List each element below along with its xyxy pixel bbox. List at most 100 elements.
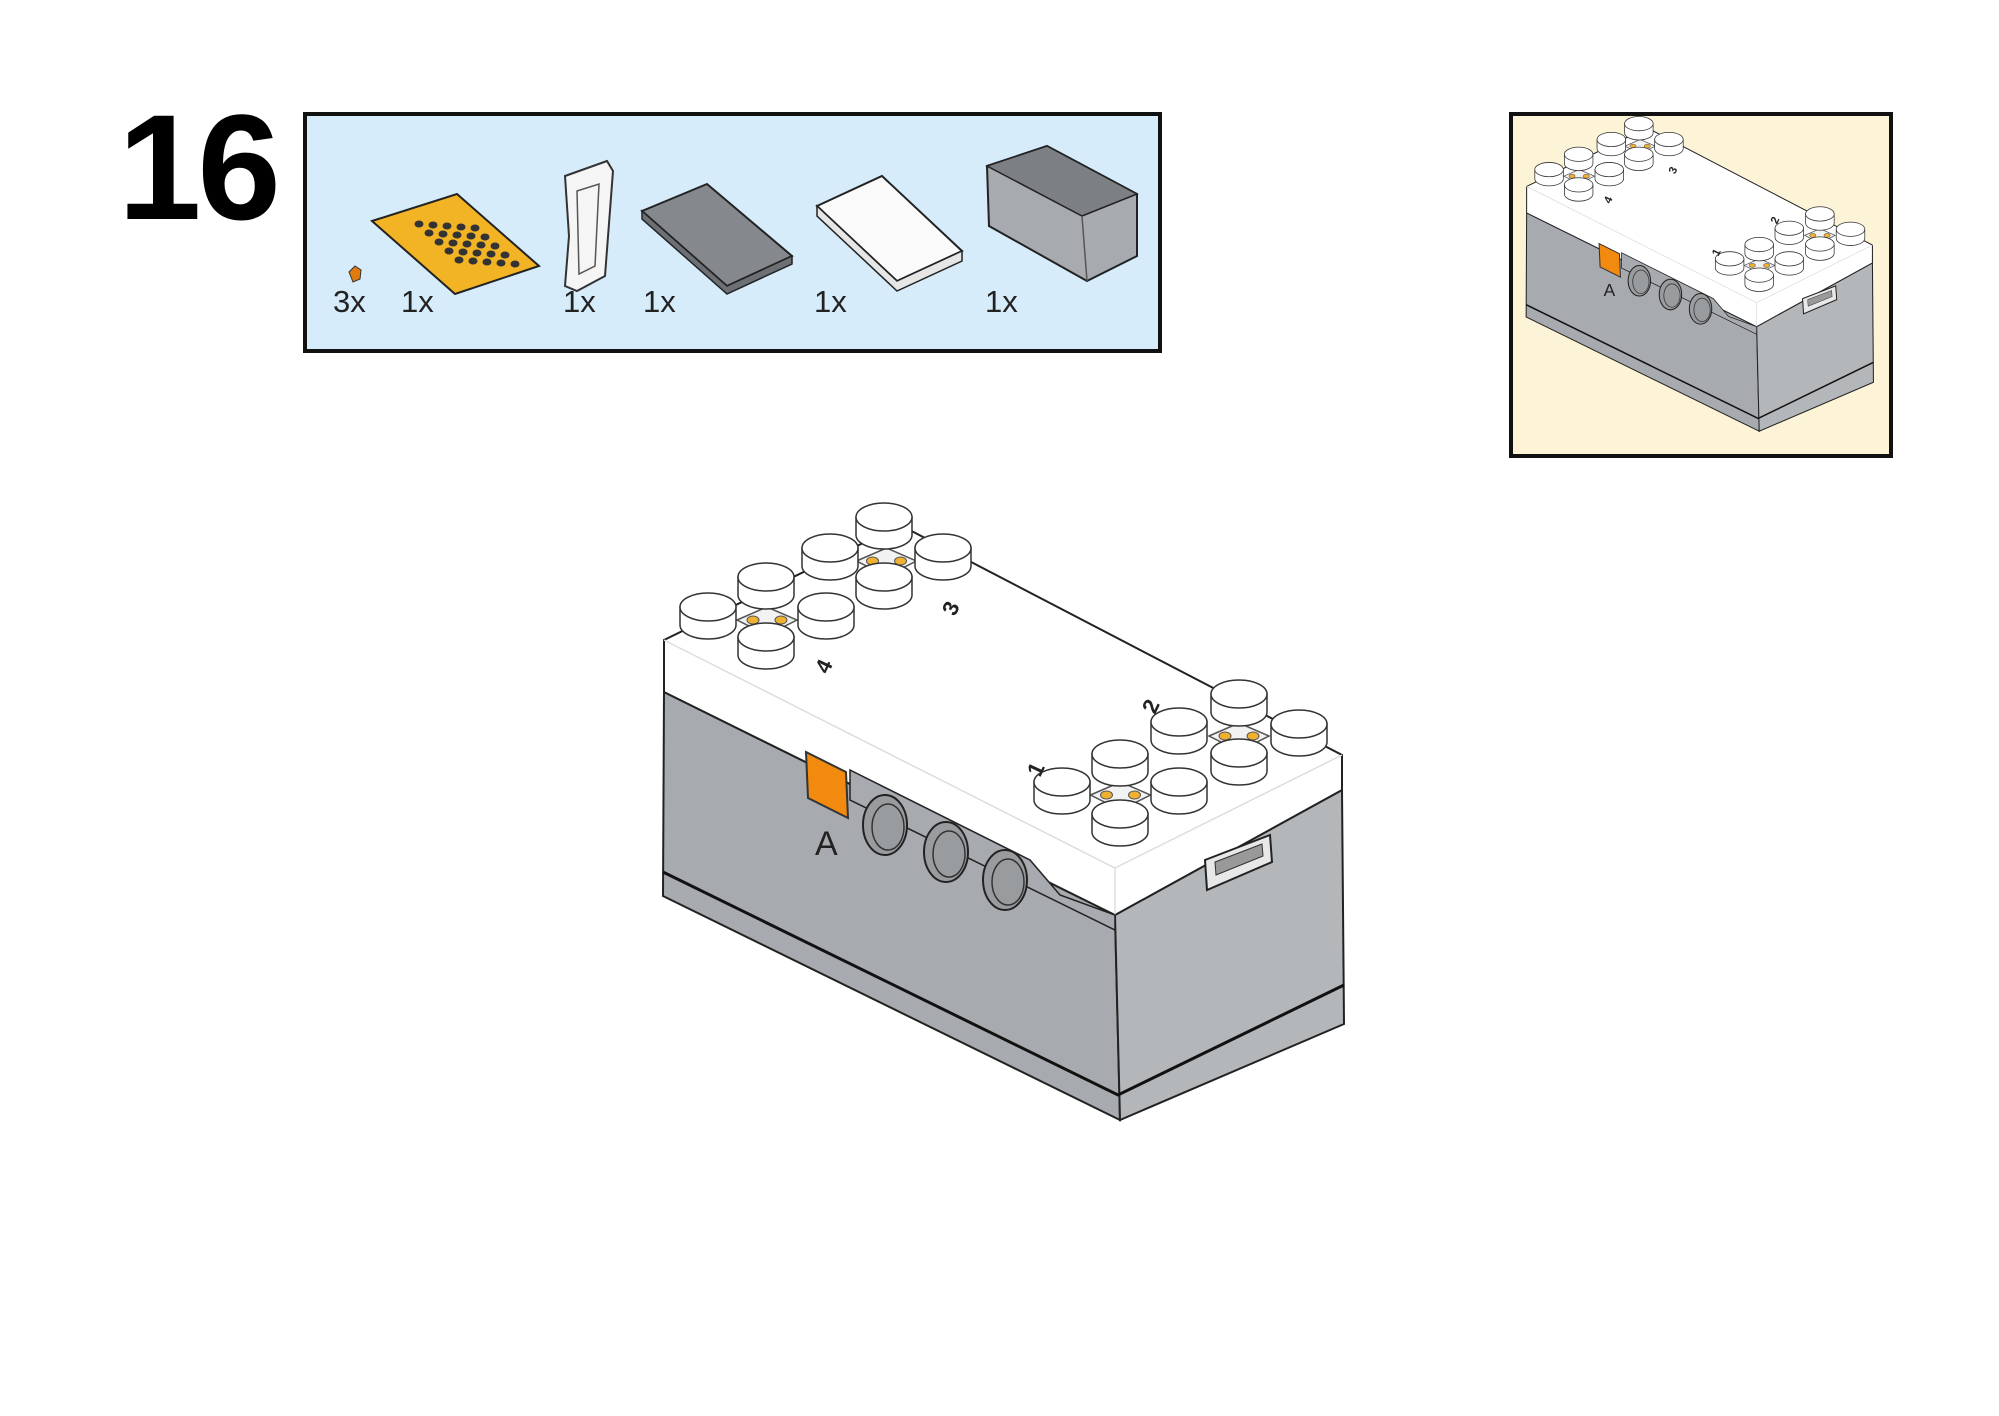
pin-hole (746, 615, 760, 625)
stud-group-label: 1 (1710, 247, 1724, 258)
housing-shell-part (985, 144, 1139, 283)
led-hole (486, 250, 496, 258)
stud-group-label: 4 (1602, 194, 1616, 205)
stud-top (737, 562, 795, 592)
led-hole (428, 221, 438, 229)
part-quantity: 3x (333, 284, 366, 319)
port-hole-rim (1632, 269, 1650, 294)
pin-hole (1128, 790, 1141, 800)
stud-top (1150, 707, 1208, 737)
stud-top (1805, 206, 1835, 222)
stud-group-label: 3 (1667, 165, 1681, 176)
stud-top (737, 622, 795, 652)
port-hole-rim (991, 858, 1025, 906)
port-hole-rim (932, 830, 966, 878)
top-cover-edge (1526, 186, 1873, 327)
pin-hole (1218, 731, 1232, 741)
led-hole (470, 224, 480, 232)
stud-top (914, 533, 972, 563)
pin-hole (774, 615, 788, 625)
usb-port-slot (1214, 843, 1264, 876)
port-a-label: A (1604, 280, 1616, 300)
top-cover-part (815, 174, 964, 292)
pin-hole (1823, 233, 1831, 238)
stud-top (1774, 251, 1804, 267)
led-hole (452, 231, 462, 239)
part-quantity: 1x (643, 284, 676, 319)
stud-top (1033, 767, 1091, 797)
stud-top (1594, 162, 1624, 178)
stud-top (1714, 251, 1745, 267)
port-hole-rim (1663, 283, 1681, 308)
led-hole (438, 230, 448, 238)
led-hole (482, 258, 492, 266)
led-hole (468, 257, 478, 265)
parts-illustrations (348, 144, 1139, 296)
circuit-board-part (640, 182, 794, 295)
stud-top (797, 592, 855, 622)
stud-top (855, 502, 913, 532)
inset-model: A 4 3 1 2 (1525, 116, 1874, 433)
pin-hole (1582, 173, 1590, 179)
port-a-indicator (1598, 242, 1622, 279)
stud-top (1210, 738, 1268, 768)
led-hole (496, 259, 506, 267)
stud-top (1624, 116, 1654, 132)
stud-top (1744, 267, 1774, 283)
usb-port-slot (1807, 290, 1833, 307)
port-a-label: A (815, 825, 838, 863)
internal-frame-part (563, 159, 615, 293)
led-hole (454, 256, 464, 264)
led-hole (448, 239, 458, 247)
part-quantity: 1x (401, 284, 434, 319)
part-quantity: 1x (563, 284, 596, 319)
orange-peg-part (348, 265, 362, 283)
led-hole (510, 260, 520, 268)
led-hole (444, 247, 454, 255)
stud-top (1596, 131, 1626, 148)
stud-top (1624, 146, 1654, 162)
stud-top (1091, 799, 1149, 829)
led-hole (476, 241, 486, 249)
stud-top (1835, 221, 1866, 237)
stud-top (1270, 709, 1328, 739)
pin-hole (1100, 790, 1113, 800)
port-recess (1621, 252, 1758, 335)
pin-hole (1809, 233, 1817, 238)
step-number: 16 (118, 83, 281, 251)
stud-top (801, 533, 859, 563)
stud-top (1534, 162, 1564, 178)
led-hole (462, 240, 472, 248)
stud-group-label: 2 (1769, 215, 1783, 226)
parts-list-callout: 3x 1x 1x 1x 1x 1x (303, 112, 1162, 353)
yellow-plate-part (370, 192, 541, 296)
led-hole (424, 229, 434, 237)
led-hole (480, 233, 490, 241)
port-hole-rim (871, 803, 905, 851)
led-hole (442, 222, 452, 230)
led-hole (414, 220, 424, 228)
port-a-indicator (804, 750, 850, 820)
stud-top (1210, 679, 1268, 709)
led-hole (472, 249, 482, 257)
pin-hole (1568, 173, 1576, 179)
stud-top (1654, 131, 1684, 148)
port-recess (849, 768, 1116, 932)
led-hole (490, 242, 500, 250)
led-hole (456, 223, 466, 231)
stud-top (1091, 739, 1149, 769)
pin-hole (1763, 263, 1770, 268)
part-quantity: 1x (814, 284, 847, 319)
part-quantity: 1x (985, 284, 1018, 319)
stud-top (1563, 146, 1594, 162)
housing-seam-line (1525, 304, 1874, 420)
stud-top (1805, 236, 1835, 252)
led-hole (466, 232, 476, 240)
pin-hole (1246, 731, 1260, 741)
pin-hole (1748, 263, 1756, 268)
stud-top (855, 562, 913, 592)
stud-top (1563, 177, 1594, 193)
port-hole-rim (1693, 297, 1711, 322)
